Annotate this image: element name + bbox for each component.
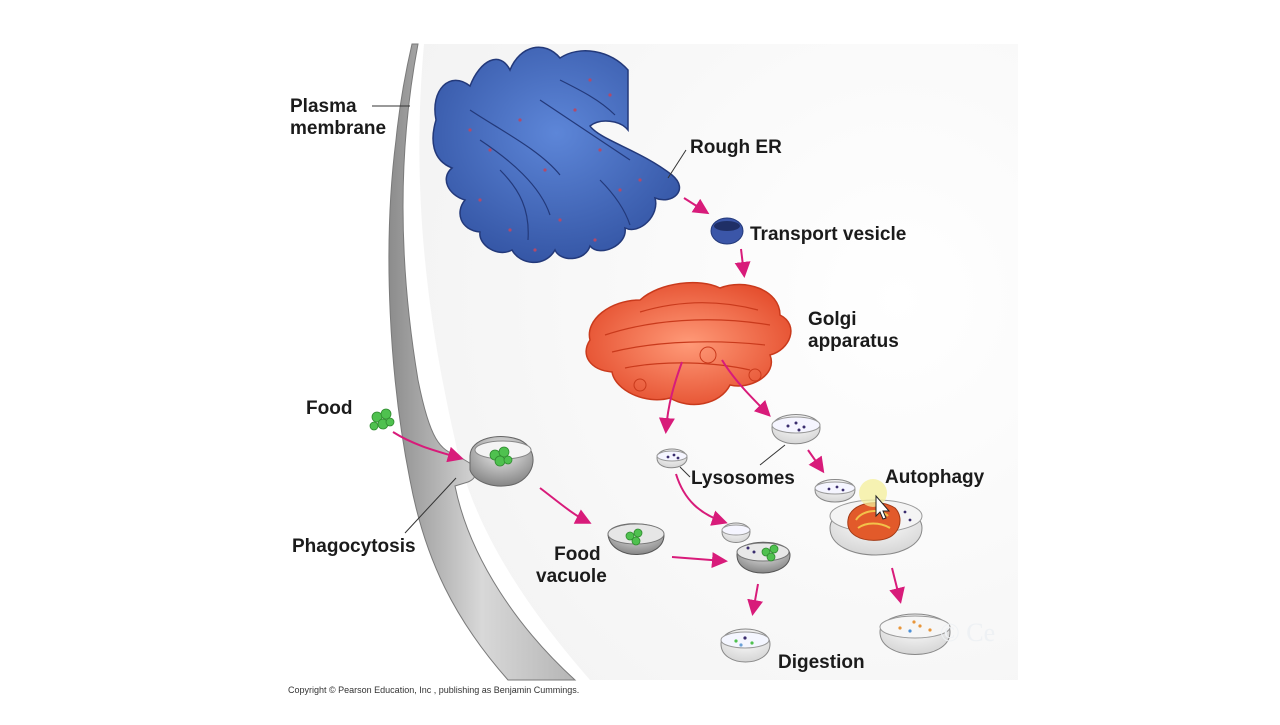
label-plasma-membrane-line2: membrane <box>290 118 387 139</box>
arrow-er-to-vesicle <box>683 197 710 215</box>
arrow-vacuole-to-fusion <box>671 552 728 569</box>
label-digestion: Digestion <box>778 652 865 673</box>
lysosome-left <box>656 448 688 469</box>
watermark-text: © Ce <box>940 618 996 647</box>
digestion-vesicle-right <box>879 613 951 655</box>
label-rough-er: Rough ER <box>690 137 782 158</box>
arrow-autophagy-to-digestion <box>889 567 905 604</box>
arrow-fusion-to-digestion <box>747 583 763 616</box>
digestion-vesicle-left <box>720 628 771 663</box>
transport-vesicle <box>710 217 744 245</box>
mouse-cursor-icon <box>859 479 891 520</box>
label-food-vacuole-line1: Food <box>554 544 601 565</box>
label-food-vacuole: Food vacuole <box>536 544 607 588</box>
golgi-apparatus <box>585 281 792 406</box>
plasma-membrane <box>388 43 577 681</box>
label-transport-vesicle: Transport vesicle <box>750 224 907 245</box>
label-lysosomes: Lysosomes <box>691 468 795 489</box>
lysosome-fusing <box>721 522 791 574</box>
rough-er <box>432 46 681 264</box>
arrow-lysosome-to-autophagy <box>807 449 825 474</box>
arrow-vesicle-to-golgi <box>734 248 751 278</box>
label-autophagy: Autophagy <box>885 467 985 488</box>
label-plasma-membrane-line1: Plasma <box>290 96 357 117</box>
label-food: Food <box>306 398 353 419</box>
phagocytosis-pocket <box>469 436 534 487</box>
arrow-golgi-to-lysosome-left <box>658 361 683 434</box>
label-phagocytosis: Phagocytosis <box>292 536 416 557</box>
label-plasma-membrane: Plasma membrane <box>290 96 386 140</box>
label-golgi-line2: apparatus <box>808 331 899 352</box>
label-golgi-line1: Golgi <box>808 309 857 330</box>
label-food-vacuole-line2: vacuole <box>536 566 607 587</box>
arrow-golgi-to-lysosome-right <box>721 359 771 417</box>
leader-lines <box>372 105 786 534</box>
copyright-notice: Copyright © Pearson Education, Inc , pub… <box>288 685 580 695</box>
pathway-arrows <box>392 197 905 616</box>
food-vacuole <box>607 523 665 555</box>
lysosome-right <box>771 414 821 445</box>
arrow-pocket-to-vacuole <box>539 487 592 524</box>
arrow-food-to-membrane <box>392 431 464 463</box>
food-particle <box>369 408 395 431</box>
arrow-lysosome-to-fusion <box>675 473 728 526</box>
autophagy-lysosome <box>814 479 856 503</box>
autophagy-vesicle <box>829 499 923 556</box>
label-golgi-apparatus: Golgi apparatus <box>808 309 899 353</box>
